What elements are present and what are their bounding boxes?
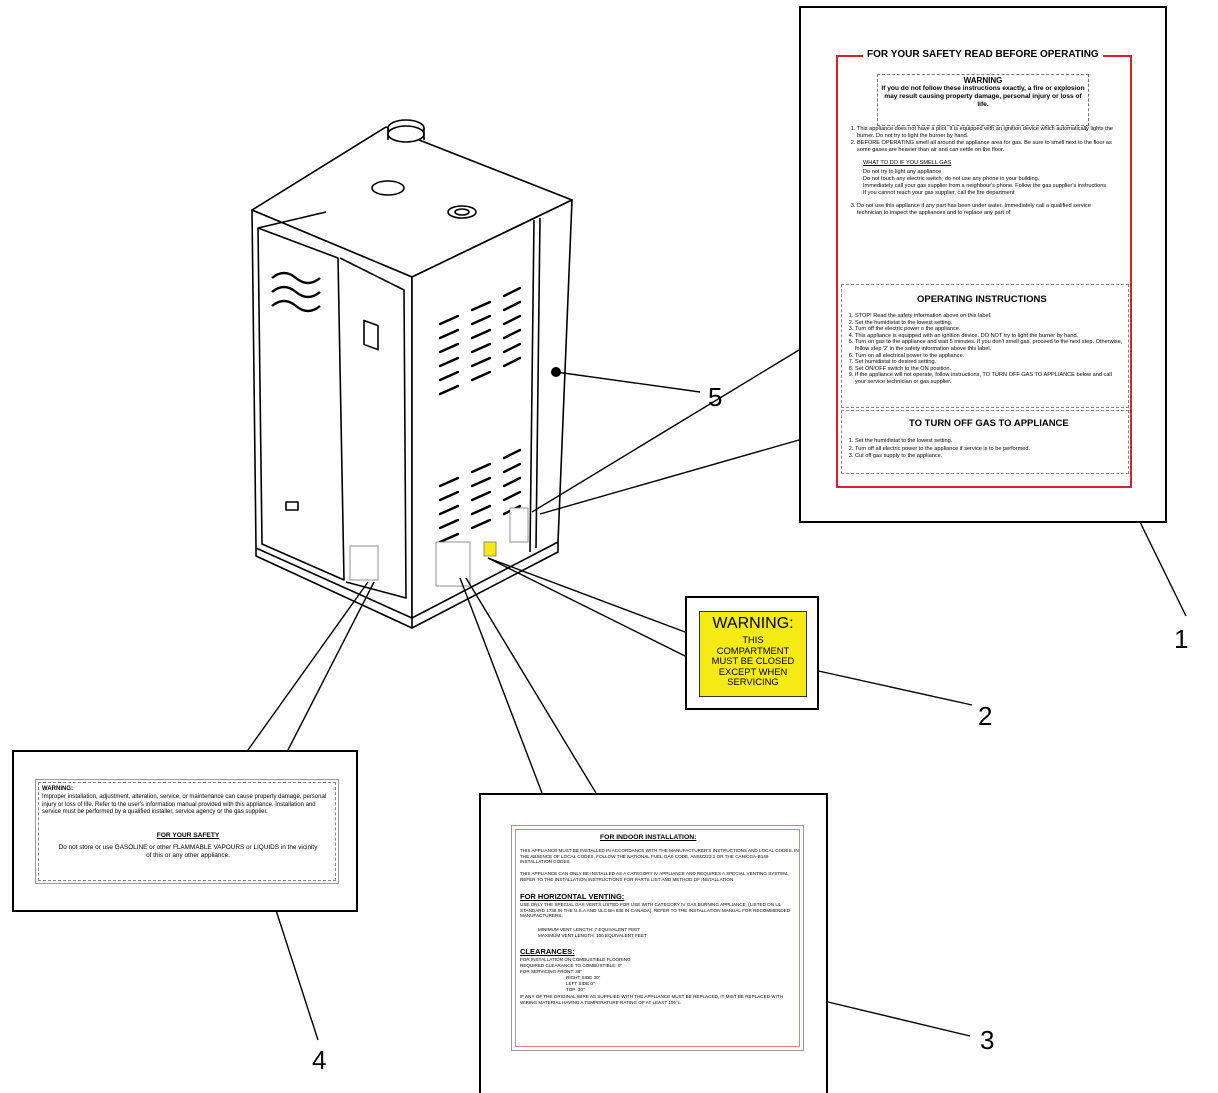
label4-warning-text: Improper installation, adjustment, alter…	[42, 794, 327, 816]
clearance-line: RIGHT SIDE 30"	[566, 975, 601, 980]
operating-step: This appliance is equipped with an ignit…	[855, 333, 1123, 340]
operating-steps: STOP! Read the safety information above …	[841, 313, 1123, 386]
installation-title: FOR INDOOR INSTALLATION:	[600, 834, 697, 841]
installation-p1: THIS APPLIANCE MUST BE INSTALLED IN ACCO…	[520, 848, 799, 865]
operating-header: OPERATING INSTRUCTIONS	[913, 294, 1051, 305]
label4-safety-heading: FOR YOUR SAFETY	[156, 832, 220, 839]
clearance-line: TOP: 30"	[566, 987, 585, 992]
yellow-warning-line: EXCEPT WHEN	[718, 665, 788, 677]
venting-heading: FOR HORIZONTAL VENTING:	[520, 892, 625, 901]
operating-step: Turn off the electric power o the applia…	[855, 326, 1123, 333]
turnoff-header: TO TURN OFF GAS TO APPLIANCE	[905, 418, 1073, 429]
yellow-warning-line: MUST BE CLOSED	[711, 655, 795, 667]
clearances-heading: CLEARANCES:	[520, 947, 575, 956]
turnoff-step: Cut off gas supply to the appliance.	[855, 453, 1123, 461]
clearance-line: LEFT SIDE 0"	[566, 981, 595, 986]
wiring-text: IF ANY OF THE ORIGINAL WIRE AS SUPPLIED …	[520, 994, 784, 1005]
clearance-line: REQUIRED CLEARANCE TO COMBUSTIBLE: 0"	[520, 963, 623, 968]
gas-safety-label: WARNING: Improper installation, adjustme…	[35, 779, 339, 884]
warning-title: WARNING	[963, 76, 1003, 85]
callout-1: 1	[1174, 624, 1189, 654]
yellow-warning-title: WARNING:	[712, 615, 794, 632]
safety-item-1: This appliance does not have a pilot. It…	[857, 126, 1117, 140]
operating-step: Turn on all electrical power to the appl…	[855, 353, 1123, 360]
smell-line: Immediately call your gas supplier from …	[863, 183, 1107, 189]
yellow-warning-sticker: WARNING: THIS COMPARTMENT MUST BE CLOSED…	[699, 611, 807, 697]
turnoff-step: Set the humidistat to the lowest setting…	[855, 438, 1123, 446]
safety-header: FOR YOUR SAFETY READ BEFORE OPERATING	[863, 49, 1103, 60]
operating-step: If the appliance will not operate, follo…	[855, 372, 1123, 385]
min-vent-length: MINIMUM VENT LENGTH: 7 EQUIVALENT FEET	[538, 927, 641, 932]
label4-warning-heading: WARNING:	[42, 786, 73, 792]
operating-step: Set the humidistat to the lowest setting…	[855, 320, 1123, 327]
label-1-safety-panel: FOR YOUR SAFETY READ BEFORE OPERATING WA…	[799, 6, 1167, 523]
label-4-panel: WARNING: Improper installation, adjustme…	[12, 750, 358, 912]
safety-item-3: Do not use this appliance if any part ha…	[857, 203, 1117, 217]
warning-box: WARNING If you do not follow these instr…	[877, 74, 1089, 126]
max-vent-length: MAXIMUM VENT LENGTH: 100 EQUIVALENT FEET	[538, 933, 647, 938]
operating-step: Set humidistat to desired setting.	[855, 359, 1123, 366]
operating-step: Set ON/OFF switch to the ON position.	[855, 366, 1123, 373]
clearance-line: FOR SERVICING FRONT: 36"	[520, 969, 583, 974]
safety-items: This appliance does not have a pilot. It…	[843, 126, 1117, 217]
venting-text: USE ONLY THE SPECIAL GAS VENTS LISTED FO…	[520, 902, 791, 919]
yellow-warning-line: THIS	[742, 634, 764, 645]
callout-5: 5	[708, 382, 723, 412]
safety-item-2: BEFORE OPERATING smell all around the ap…	[857, 140, 1117, 154]
turnoff-section	[841, 410, 1129, 474]
yellow-warning-line: COMPARTMENT	[716, 644, 790, 656]
callout-2: 2	[978, 701, 993, 731]
label-3-panel: FOR INDOOR INSTALLATION: THIS APPLIANCE …	[479, 793, 828, 1093]
operating-step: STOP! Read the safety information above …	[855, 313, 1123, 320]
warning-text: If you do not follow these instructions …	[881, 85, 1085, 108]
smell-line: If you cannot reach your gas supplier, c…	[863, 190, 1015, 196]
operating-step: Turn on gas to the appliance and wait 5 …	[855, 339, 1123, 352]
callout-4: 4	[312, 1045, 327, 1075]
label-2-panel: WARNING: THIS COMPARTMENT MUST BE CLOSED…	[685, 596, 819, 710]
smell-line: Do not try to light any appliance	[863, 169, 942, 175]
label4-safety-text: Do not store or use GASOLINE or other FL…	[58, 844, 318, 859]
yellow-warning-line: SERVICING	[727, 676, 779, 688]
turnoff-steps: Set the humidistat to the lowest setting…	[841, 438, 1123, 461]
callout-3: 3	[980, 1025, 995, 1055]
installation-p2: THIS APPLIANCE CAN ONLY BE INSTALLED AS …	[520, 871, 789, 882]
turnoff-step: Turn off all electric power to the appli…	[855, 446, 1123, 454]
clearance-line: FOR INSTALLATION ON COMBUSTIBLE FLOORING	[520, 957, 631, 962]
installation-label: FOR INDOOR INSTALLATION: THIS APPLIANCE …	[511, 825, 804, 1051]
operating-section	[841, 284, 1129, 408]
smell-gas-heading: WHAT TO DO IF YOU SMELL GAS	[863, 160, 952, 166]
smell-line: Do not touch any electric switch; do not…	[863, 176, 1040, 182]
cabinet-front-face	[251, 209, 413, 619]
